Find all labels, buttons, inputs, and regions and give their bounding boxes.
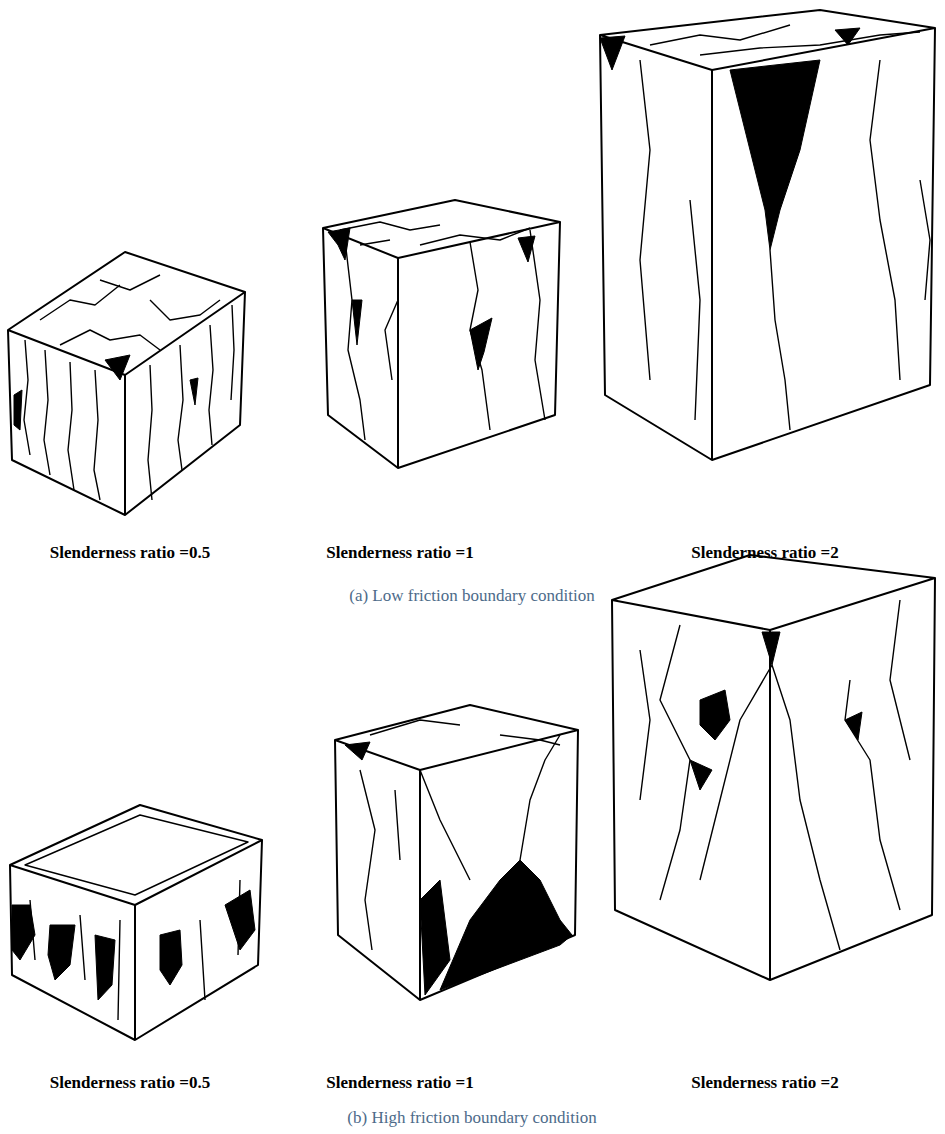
crack-line bbox=[360, 720, 560, 950]
specimen-block bbox=[10, 805, 262, 1040]
specimen-label: Slenderness ratio =2 bbox=[691, 543, 839, 563]
spalled-region bbox=[600, 28, 860, 250]
specimen-label: Slenderness ratio =0.5 bbox=[50, 543, 210, 563]
subfigure-caption: (b) High friction boundary condition bbox=[347, 1108, 596, 1128]
specimen-label: Slenderness ratio =1 bbox=[326, 543, 474, 563]
crack-line bbox=[640, 25, 930, 430]
crack-line bbox=[340, 222, 545, 440]
specimen-outline bbox=[612, 555, 935, 630]
subfigure-caption: (a) Low friction boundary condition bbox=[349, 586, 595, 606]
specimen-outline bbox=[600, 10, 935, 70]
spalled-region bbox=[690, 632, 862, 790]
spalled-region bbox=[12, 890, 255, 1000]
specimen-block bbox=[335, 705, 578, 1000]
specimen-label: Slenderness ratio =2 bbox=[691, 1073, 839, 1093]
specimen-block bbox=[323, 200, 560, 468]
specimen-label: Slenderness ratio =0.5 bbox=[50, 1073, 210, 1093]
specimen-block bbox=[600, 10, 935, 460]
specimen-block bbox=[612, 555, 935, 980]
specimen-outline bbox=[8, 292, 245, 515]
crack-line bbox=[640, 600, 910, 950]
crack-line bbox=[25, 815, 248, 1020]
specimen-outline bbox=[335, 705, 578, 770]
specimen-block bbox=[8, 252, 245, 515]
specimen-outline bbox=[612, 578, 935, 980]
spalled-region bbox=[14, 355, 198, 430]
spalled-region bbox=[328, 228, 535, 370]
crack-line bbox=[40, 275, 220, 350]
crack-line bbox=[24, 305, 234, 500]
specimen-outline bbox=[323, 222, 560, 468]
specimen-outline bbox=[10, 840, 262, 1040]
specimen-label: Slenderness ratio =1 bbox=[326, 1073, 474, 1093]
